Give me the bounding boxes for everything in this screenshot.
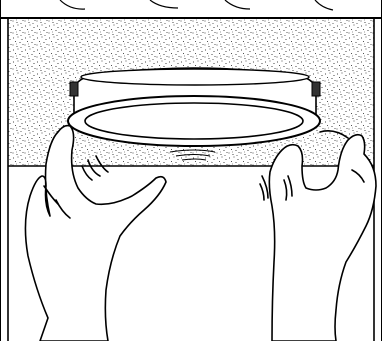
top-strip [0, 0, 382, 18]
